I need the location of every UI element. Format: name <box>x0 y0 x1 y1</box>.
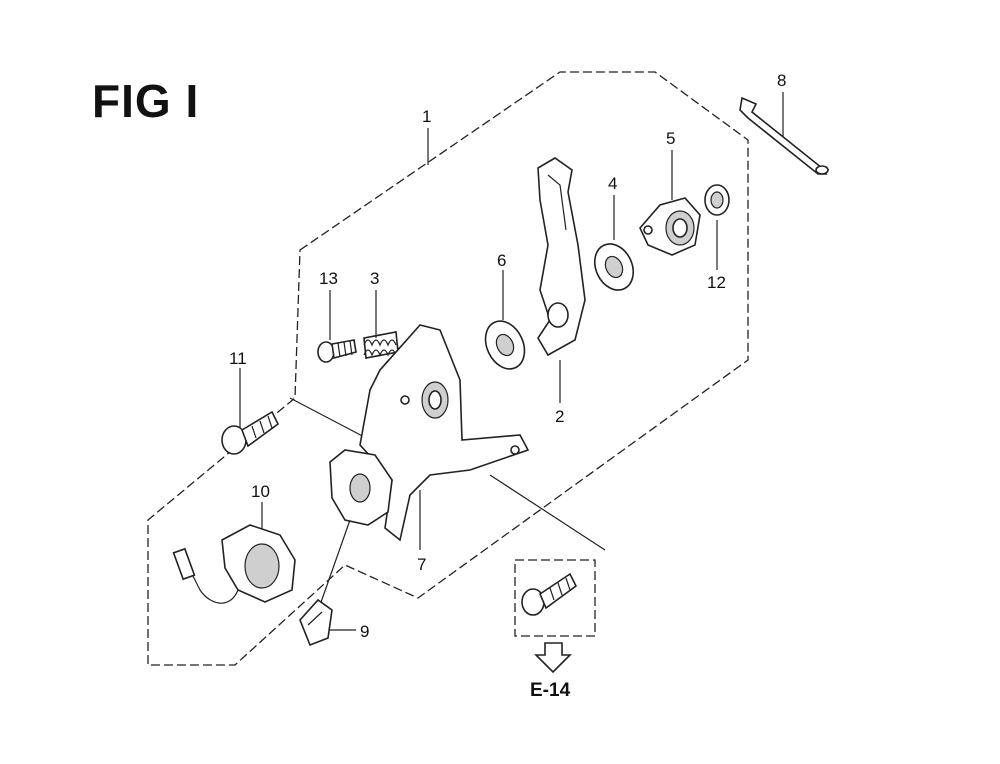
part-10-switch <box>172 524 296 604</box>
part-4-washer <box>593 243 635 291</box>
part-7-bracket <box>359 324 530 542</box>
callout-11: 11 <box>229 349 247 368</box>
part-8-rod <box>739 96 829 175</box>
callout-12: 12 <box>707 273 726 292</box>
reference-arrow-icon <box>534 642 572 674</box>
callout-10: 10 <box>251 482 270 501</box>
callout-9: 9 <box>360 622 369 641</box>
part-9-clip <box>299 598 333 647</box>
part-cam-disc <box>329 449 393 526</box>
callout-2: 2 <box>555 407 564 426</box>
leader-11b <box>289 397 371 441</box>
part-6-washer <box>484 320 526 370</box>
leader-bolt <box>489 474 606 551</box>
callout-1: 1 <box>422 107 431 126</box>
callout-13: 13 <box>319 269 338 288</box>
part-12-nut <box>704 184 730 216</box>
callout-7: 7 <box>417 555 426 574</box>
callout-8: 8 <box>777 71 786 90</box>
assembly-boundary <box>147 71 749 666</box>
part-2-arm <box>537 157 586 357</box>
reference-label: E-14 <box>530 680 571 701</box>
part-3-spring <box>363 331 399 359</box>
part-5-cam-plate <box>639 197 701 256</box>
reference-flange-bolt <box>521 572 578 616</box>
figure-title: FIG I <box>92 75 200 127</box>
reference-box <box>514 559 596 637</box>
leader-9b <box>319 519 351 606</box>
callout-5: 5 <box>666 129 675 148</box>
part-13-screw <box>317 339 357 363</box>
callout-6: 6 <box>497 251 506 270</box>
part-11-bolt <box>221 410 280 455</box>
callout-4: 4 <box>608 174 617 193</box>
callout-3: 3 <box>370 269 379 288</box>
